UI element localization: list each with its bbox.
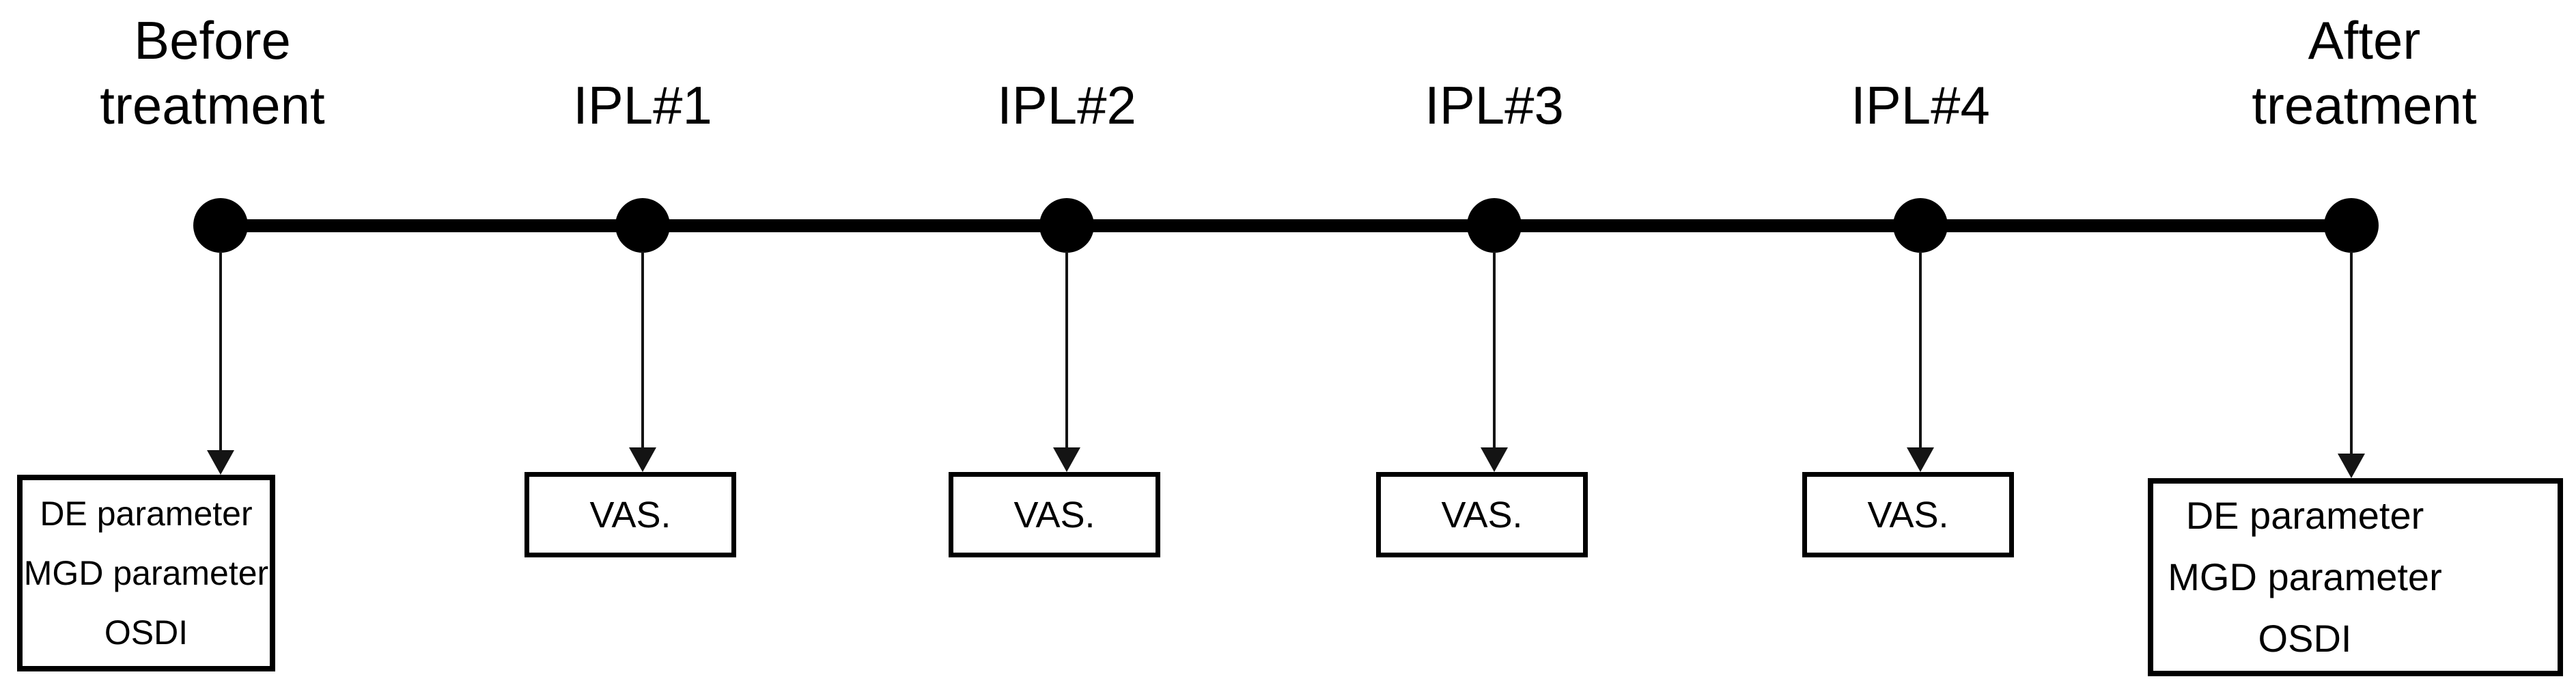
timepoint-label-before-treatment: Before treatment: [100, 10, 325, 135]
arrow-shaft: [1919, 251, 1922, 447]
timeline-node-dot-ipl4: [1893, 198, 1948, 253]
vas-label: VAS.: [1441, 494, 1523, 536]
vas-box-3: VAS.: [1376, 472, 1588, 557]
assessment-box-before: DE parameter MGD parameter OSDI: [17, 475, 275, 671]
timeline-node-dot-before: [193, 198, 248, 253]
arrow-shaft: [1065, 251, 1068, 447]
timepoint-label-ipl3: IPL#3: [1425, 75, 1564, 135]
vas-label: VAS.: [589, 494, 671, 536]
assessment-line-de-parameter: DE parameter: [2185, 494, 2424, 537]
arrow-shaft: [219, 251, 222, 450]
assessment-line-osdi: OSDI: [2258, 617, 2352, 660]
arrowhead-icon: [1053, 447, 1080, 472]
arrowhead-icon: [207, 450, 234, 475]
timepoint-label-ipl2: IPL#2: [997, 75, 1136, 135]
arrowhead-icon: [2338, 454, 2365, 478]
assessment-line-mgd-parameter: MGD parameter: [2168, 555, 2442, 598]
vas-box-1: VAS.: [524, 472, 736, 557]
assessment-line-osdi: OSDI: [104, 613, 188, 652]
arrow-shaft: [1493, 251, 1496, 447]
arrowhead-icon: [629, 447, 656, 472]
timepoint-label-ipl4: IPL#4: [1851, 75, 1990, 135]
arrow-shaft: [641, 251, 644, 447]
timepoint-label-after-treatment: After treatment: [2252, 10, 2477, 135]
vas-label: VAS.: [1013, 494, 1095, 536]
timeline-node-dot-after: [2324, 198, 2379, 253]
assessment-line-de-parameter: DE parameter: [40, 494, 253, 533]
timeline-node-dot-ipl3: [1467, 198, 1522, 253]
vas-box-4: VAS.: [1802, 472, 2014, 557]
timeline-node-dot-ipl2: [1039, 198, 1094, 253]
vas-label: VAS.: [1867, 494, 1949, 536]
assessment-box-after: DE parameter MGD parameter OSDI: [2148, 478, 2563, 676]
arrowhead-icon: [1907, 447, 1934, 472]
timepoint-label-ipl1: IPL#1: [573, 75, 712, 135]
arrowhead-icon: [1481, 447, 1508, 472]
arrow-shaft: [2350, 251, 2353, 454]
assessment-line-mgd-parameter: MGD parameter: [23, 553, 269, 592]
timeline-axis: [221, 219, 2351, 232]
timeline-node-dot-ipl1: [615, 198, 670, 253]
vas-box-2: VAS.: [949, 472, 1160, 557]
